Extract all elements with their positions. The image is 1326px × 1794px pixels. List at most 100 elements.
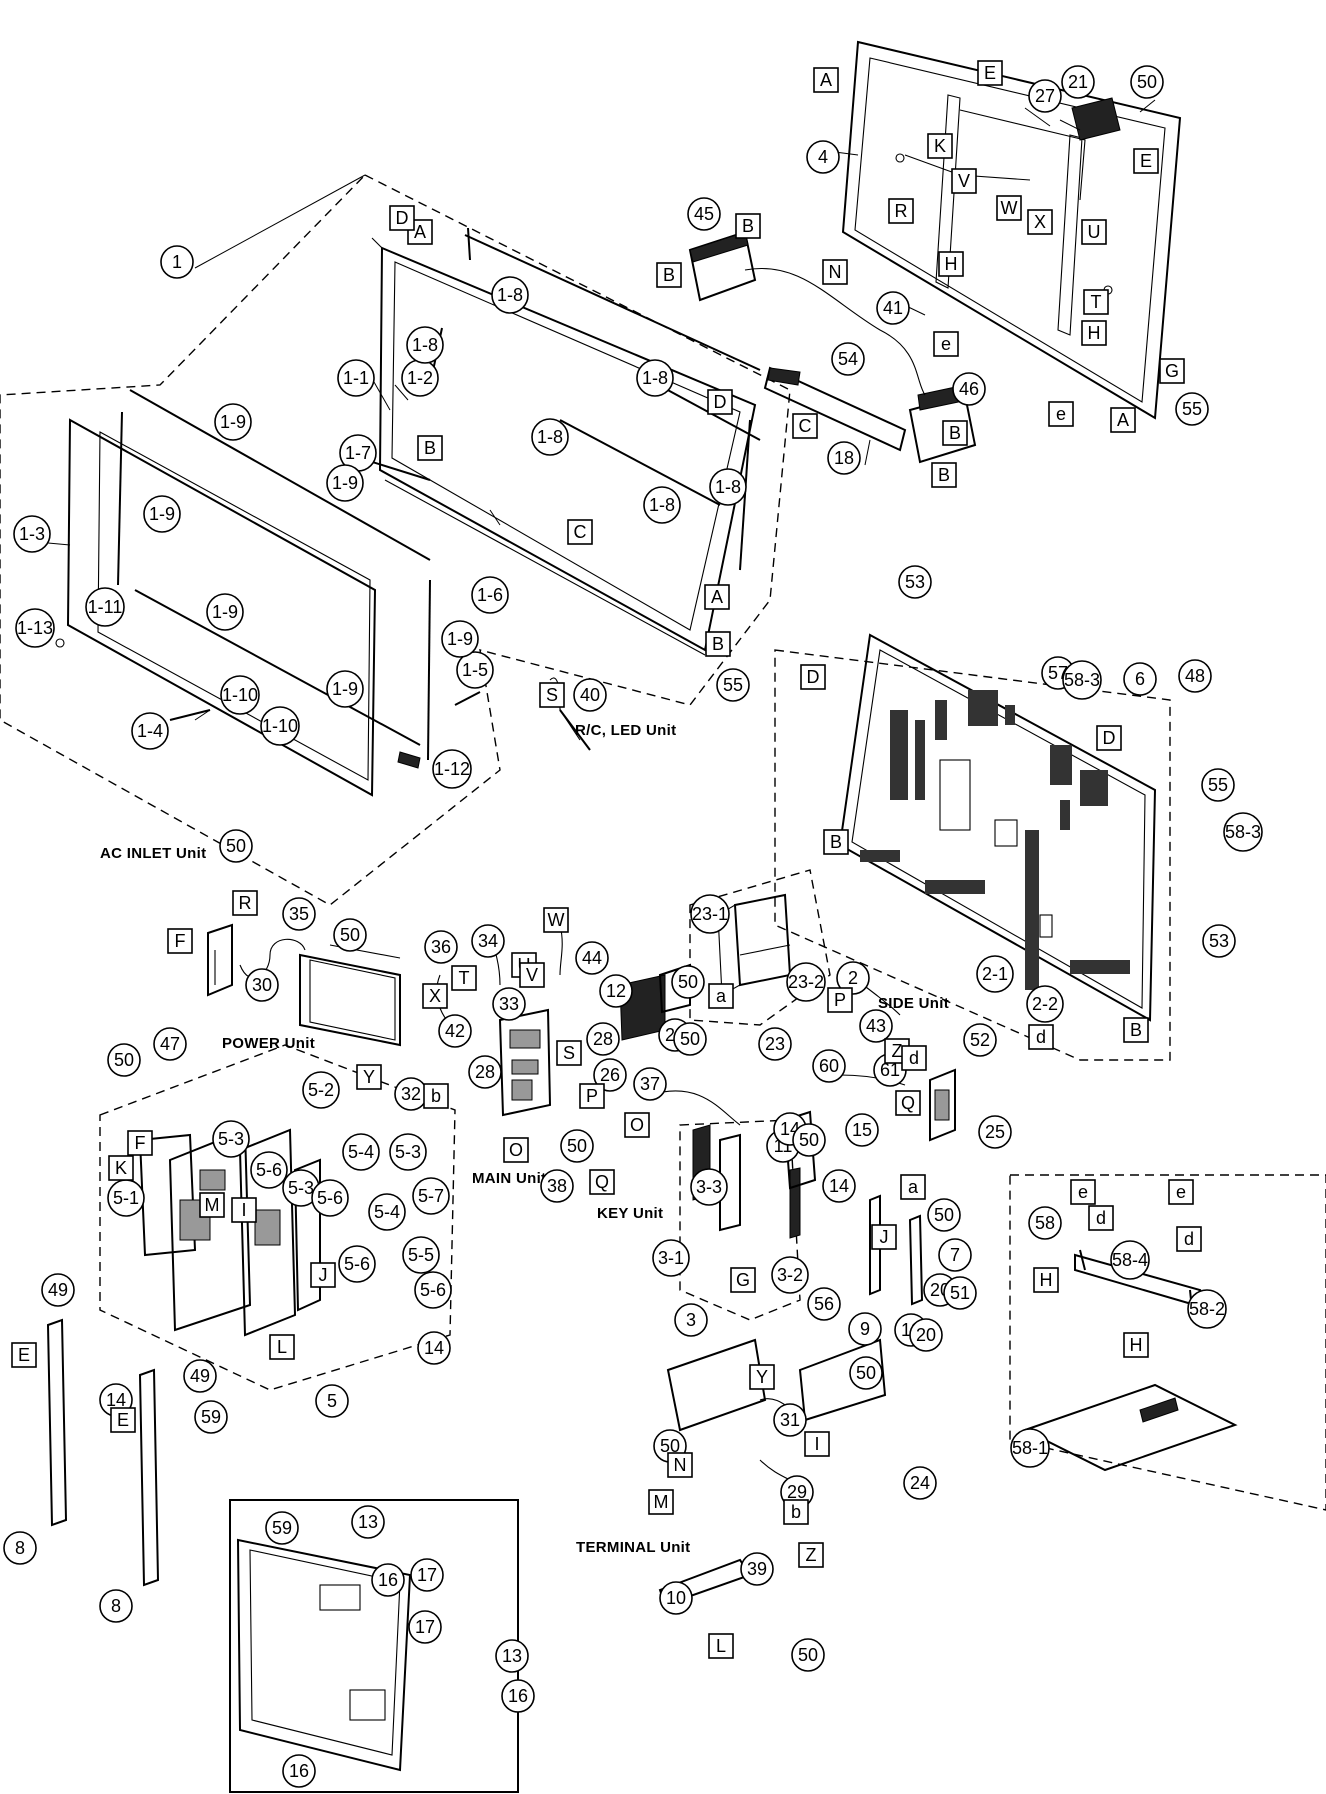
connection-label-M-1: M	[199, 1192, 225, 1218]
part-label-text: 5	[327, 1391, 337, 1411]
part-label-text: 16	[289, 1761, 309, 1781]
connection-label-e-4: e	[1168, 1179, 1194, 1205]
part-label-text: 47	[160, 1034, 180, 1054]
connection-label-box	[900, 1174, 926, 1200]
part-label-24-1: 24	[903, 1466, 937, 1500]
connection-label-box	[927, 133, 953, 159]
part-label-text: 1-1	[343, 368, 369, 388]
part-label-circle	[282, 1754, 316, 1788]
part-label-circle	[491, 276, 529, 314]
connection-label-b-1: b	[423, 1083, 449, 1109]
connection-label-A-4: A	[1110, 407, 1136, 433]
part-label-circle	[311, 1179, 349, 1217]
part-label-text: 5-6	[317, 1188, 343, 1208]
connection-label-text: B	[949, 423, 961, 443]
connection-label-box	[199, 1192, 225, 1218]
connection-label-box	[108, 1155, 134, 1181]
connection-label-text: V	[958, 171, 970, 191]
part-label-circle	[408, 1610, 442, 1644]
connection-label-K-1: K	[927, 133, 953, 159]
connection-label-B-7: B	[823, 829, 849, 855]
part-label-text: 5-7	[418, 1186, 444, 1206]
part-label-3-2-1: 3-2	[771, 1256, 809, 1294]
connection-label-L-2: L	[708, 1633, 734, 1659]
part-label-5-4-1: 5-4	[342, 1133, 380, 1171]
part-label-60-1: 60	[812, 1049, 846, 1083]
part-label-5-5-1: 5-5	[402, 1236, 440, 1274]
connection-label-box	[11, 1342, 37, 1368]
part-label-50-2: 50	[333, 918, 367, 952]
connection-label-B-4: B	[942, 420, 968, 446]
part-label-59-2: 59	[265, 1511, 299, 1545]
part-label-20-2: 20	[909, 1318, 943, 1352]
connection-label-text: S	[546, 685, 558, 705]
part-label-circle	[690, 894, 730, 934]
connection-label-text: I	[241, 1200, 246, 1220]
part-label-34-1: 34	[471, 924, 505, 958]
connection-label-box	[231, 1197, 257, 1223]
part-label-circle	[898, 565, 932, 599]
part-label-text: 6	[1135, 669, 1145, 689]
connection-label-A-1: A	[813, 67, 839, 93]
part-label-circle	[633, 1067, 667, 1101]
part-label-1-10-1: 1-10	[220, 675, 260, 715]
connection-label-box	[1110, 407, 1136, 433]
connection-label-text: Q	[595, 1172, 609, 1192]
bracket-7	[908, 1214, 924, 1306]
part-label-text: 53	[1209, 931, 1229, 951]
part-label-circle	[441, 620, 479, 658]
part-label-text: 29	[787, 1482, 807, 1502]
part-label-23-1: 23	[758, 1027, 792, 1061]
part-label-1-8-1: 1-8	[491, 276, 529, 314]
part-label-circle	[1123, 662, 1157, 696]
caption-side-unit: SIDE Unit	[878, 995, 949, 1012]
connection-label-box	[822, 259, 848, 285]
part-label-44-1: 44	[575, 941, 609, 975]
connection-label-box	[933, 331, 959, 357]
part-label-31-1: 31	[773, 1403, 807, 1437]
part-label-text: 32	[401, 1084, 421, 1104]
part-label-circle	[978, 1115, 1012, 1149]
connection-label-text: O	[509, 1140, 523, 1160]
part-label-3-3-1: 3-3	[690, 1168, 728, 1206]
part-label-41-1: 41	[876, 291, 910, 325]
connection-label-box	[996, 195, 1022, 221]
part-label-50-5: 50	[560, 1129, 594, 1163]
part-label-1-9-6: 1-9	[441, 620, 479, 658]
part-label-1-6-1: 1-6	[471, 576, 509, 614]
connection-label-text: a	[908, 1177, 919, 1197]
part-label-text: 1-9	[447, 629, 473, 649]
connection-label-box	[389, 205, 415, 231]
part-label-text: 56	[814, 1294, 834, 1314]
connection-label-H-2: H	[1081, 320, 1107, 346]
part-label-circle	[845, 1113, 879, 1147]
connection-label-box	[1033, 1267, 1059, 1293]
connection-label-text: P	[586, 1086, 598, 1106]
part-label-circle	[41, 1273, 75, 1307]
part-label-56-1: 56	[807, 1287, 841, 1321]
part-label-49-2: 49	[183, 1359, 217, 1393]
connection-label-text: Y	[756, 1367, 768, 1387]
part-label-text: 1-9	[212, 602, 238, 622]
part-label-circle	[792, 1123, 826, 1157]
part-label-text: 3	[686, 1310, 696, 1330]
part-label-text: 18	[834, 448, 854, 468]
part-label-circle	[593, 1058, 627, 1092]
connection-label-box	[656, 262, 682, 288]
part-label-text: 1	[172, 252, 182, 272]
connection-label-text: R	[895, 201, 908, 221]
connection-label-T-1: T	[1083, 289, 1109, 315]
part-label-text: 50	[340, 925, 360, 945]
connection-label-box	[519, 962, 545, 988]
part-label-text: 50	[114, 1050, 134, 1070]
connection-label-E-2: E	[1133, 148, 1159, 174]
connection-label-J-2: J	[871, 1224, 897, 1250]
connection-label-I-2: I	[804, 1431, 830, 1457]
part-label-49-1: 49	[41, 1273, 75, 1307]
part-label-text: 5-6	[344, 1254, 370, 1274]
connection-label-text: S	[563, 1043, 575, 1063]
part-label-12-1: 12	[599, 974, 633, 1008]
connection-label-box	[730, 1267, 756, 1293]
connection-label-B-1: B	[735, 213, 761, 239]
main-board	[498, 1008, 552, 1117]
